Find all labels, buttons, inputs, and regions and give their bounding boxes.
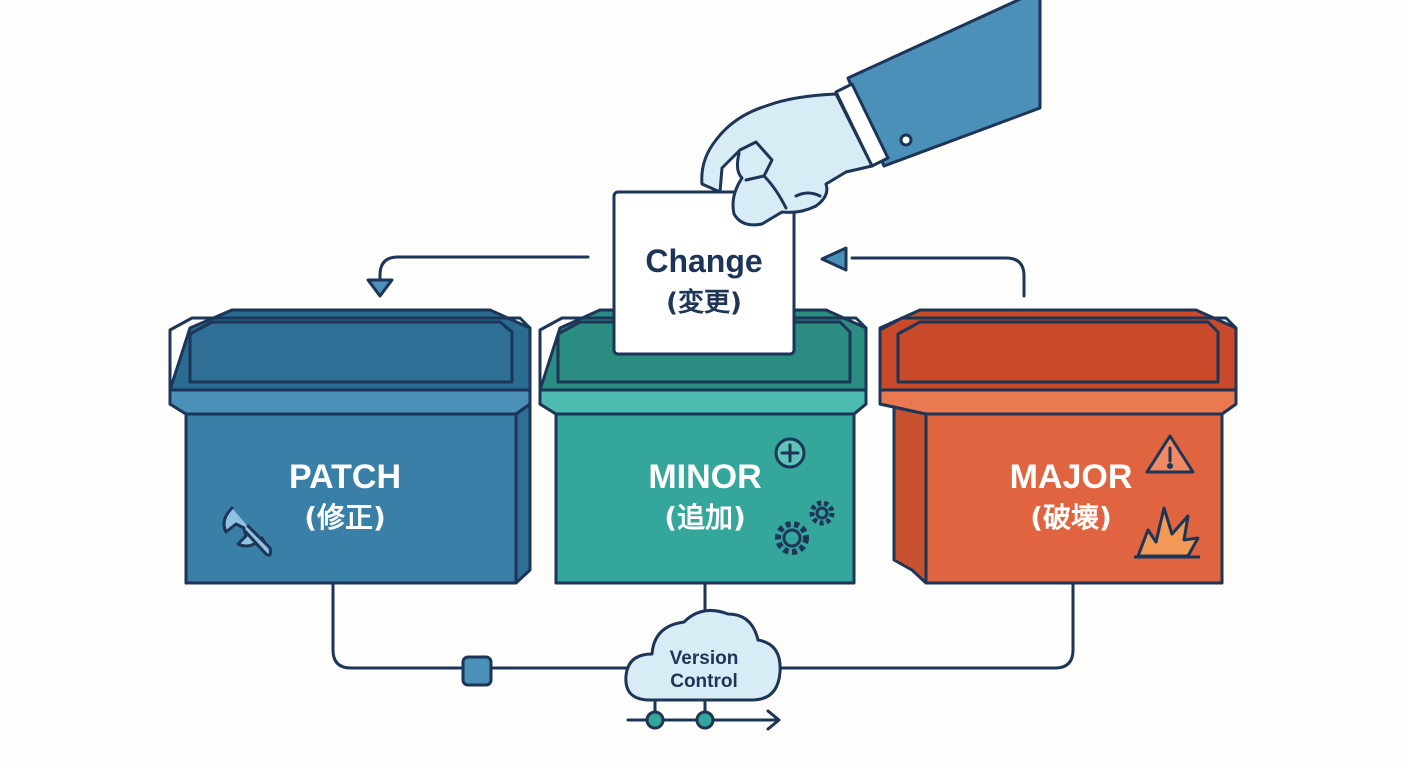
commit-node xyxy=(695,710,715,730)
minor-title: MINOR xyxy=(648,458,761,496)
patch-subtitle: (修正) xyxy=(304,501,386,534)
patch-connector xyxy=(331,581,472,670)
warning-triangle-icon xyxy=(1145,434,1195,474)
version-timeline xyxy=(626,700,781,731)
patch-bin-rim-front xyxy=(168,388,532,416)
major-title: MAJOR xyxy=(1010,458,1133,496)
minor-bin-front xyxy=(554,412,856,585)
patch-title: PATCH xyxy=(289,458,401,496)
cuff-button xyxy=(899,133,913,147)
wrench-icon xyxy=(222,506,272,557)
explosion-icon xyxy=(1134,506,1200,559)
gears-icon xyxy=(775,500,835,555)
hand-icon xyxy=(700,0,1042,227)
major-bin-inside xyxy=(896,320,1220,384)
arrow-to-patch xyxy=(378,255,590,288)
arrow-to-minor xyxy=(850,256,1026,298)
connector-node xyxy=(461,655,493,687)
major-connector xyxy=(778,581,1075,670)
cloud-icon xyxy=(624,608,782,702)
major-subtitle: (破壊) xyxy=(1030,501,1112,534)
minor-bin-rim-front xyxy=(538,388,868,416)
cloud-label-line1: Version xyxy=(670,648,739,669)
cloud-label-line2: Control xyxy=(670,671,738,692)
minor-bin xyxy=(538,308,868,585)
major-bin xyxy=(878,308,1238,585)
patch-bin xyxy=(168,308,532,585)
major-bin-rim-front xyxy=(878,388,1238,416)
plus-circle-icon xyxy=(774,437,806,469)
flow-arrows xyxy=(378,255,1026,298)
commit-node xyxy=(645,710,665,730)
patch-bin-front xyxy=(184,412,518,585)
glove xyxy=(700,92,874,227)
change-card[interactable]: Change (変更) xyxy=(612,190,796,356)
minor-subtitle: (追加) xyxy=(664,501,746,534)
version-control-cloud: Version Control xyxy=(624,608,782,702)
patch-bin-inside xyxy=(188,320,514,384)
change-card-paper xyxy=(612,190,796,356)
arrow-head-patch xyxy=(366,278,394,298)
change-card-title: Change xyxy=(645,243,762,279)
connector-lines xyxy=(331,581,1075,670)
change-card-subtitle: (変更) xyxy=(666,287,742,318)
major-bin-side xyxy=(892,402,928,585)
arrow-head-minor xyxy=(820,246,848,272)
